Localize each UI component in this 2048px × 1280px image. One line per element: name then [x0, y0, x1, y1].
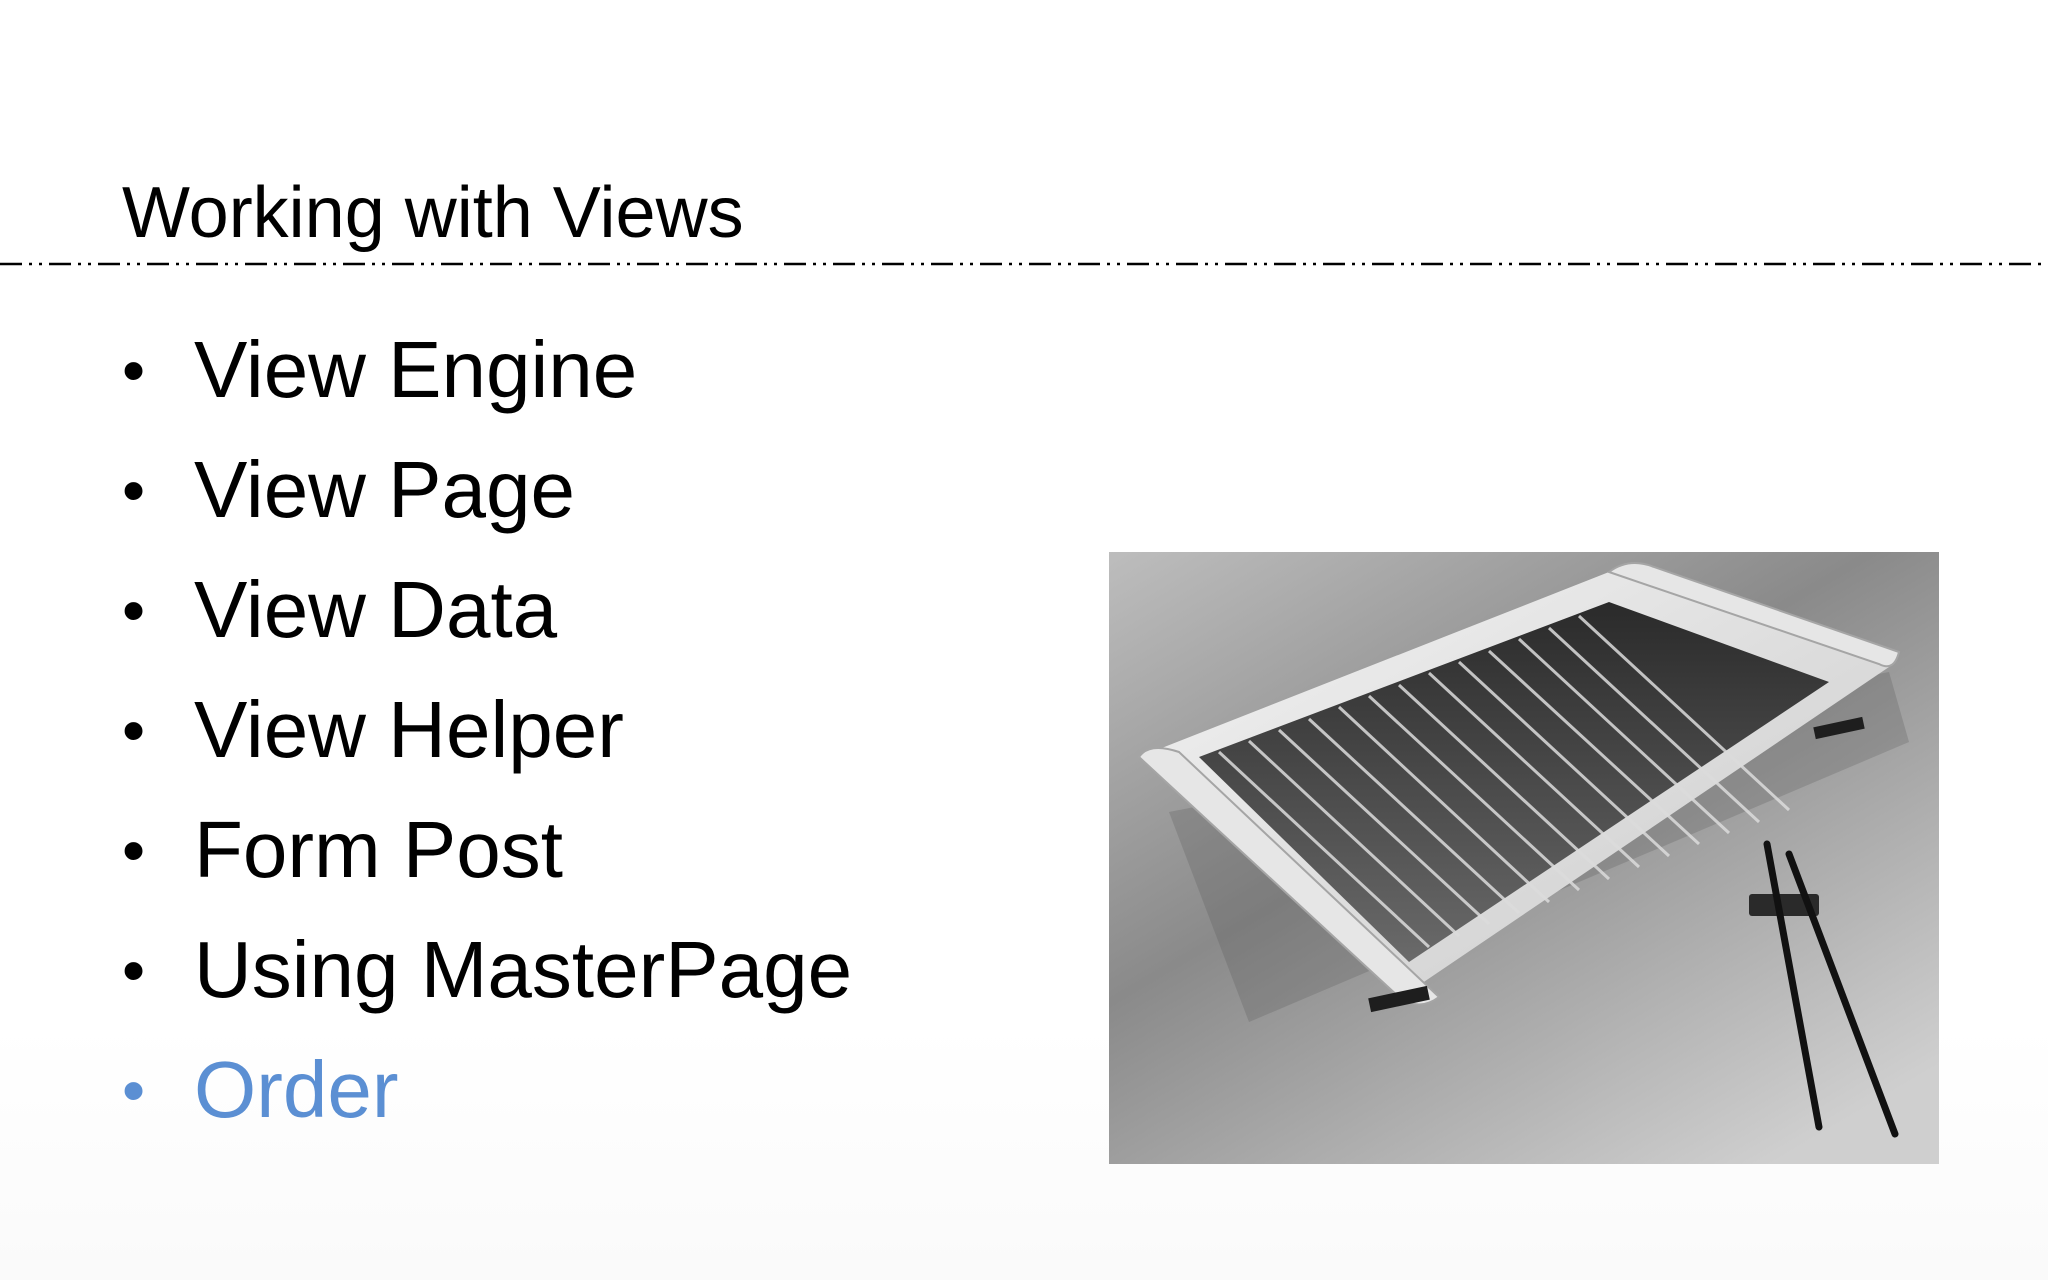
sushi-tray-photo: [1109, 552, 1939, 1164]
bullet-label: Form Post: [194, 805, 563, 894]
bullet-icon: •: [122, 1053, 146, 1127]
bullet-icon: •: [122, 573, 146, 647]
bullet-item-view-helper: • View Helper: [122, 670, 852, 790]
bullet-item-order: • Order: [122, 1030, 852, 1150]
bullet-label: View Helper: [194, 685, 624, 774]
bullet-list: • View Engine • View Page • View Data • …: [122, 310, 852, 1150]
bullet-icon: •: [122, 693, 146, 767]
bullet-icon: •: [122, 333, 146, 407]
bullet-item-view-page: • View Page: [122, 430, 852, 550]
bullet-icon: •: [122, 933, 146, 1007]
bullet-item-form-post: • Form Post: [122, 790, 852, 910]
slide-title: Working with Views: [122, 173, 744, 253]
bullet-item-using-masterpage: • Using MasterPage: [122, 910, 852, 1030]
bullet-item-view-data: • View Data: [122, 550, 852, 670]
bullet-label: Order: [194, 1045, 399, 1134]
bullet-label: Using MasterPage: [194, 925, 853, 1014]
bullet-item-view-engine: • View Engine: [122, 310, 852, 430]
bullet-icon: •: [122, 813, 146, 887]
bullet-icon: •: [122, 453, 146, 527]
bullet-label: View Engine: [194, 325, 638, 414]
title-divider: [0, 262, 2048, 266]
bullet-label: View Page: [194, 445, 576, 534]
bullet-label: View Data: [194, 565, 558, 654]
